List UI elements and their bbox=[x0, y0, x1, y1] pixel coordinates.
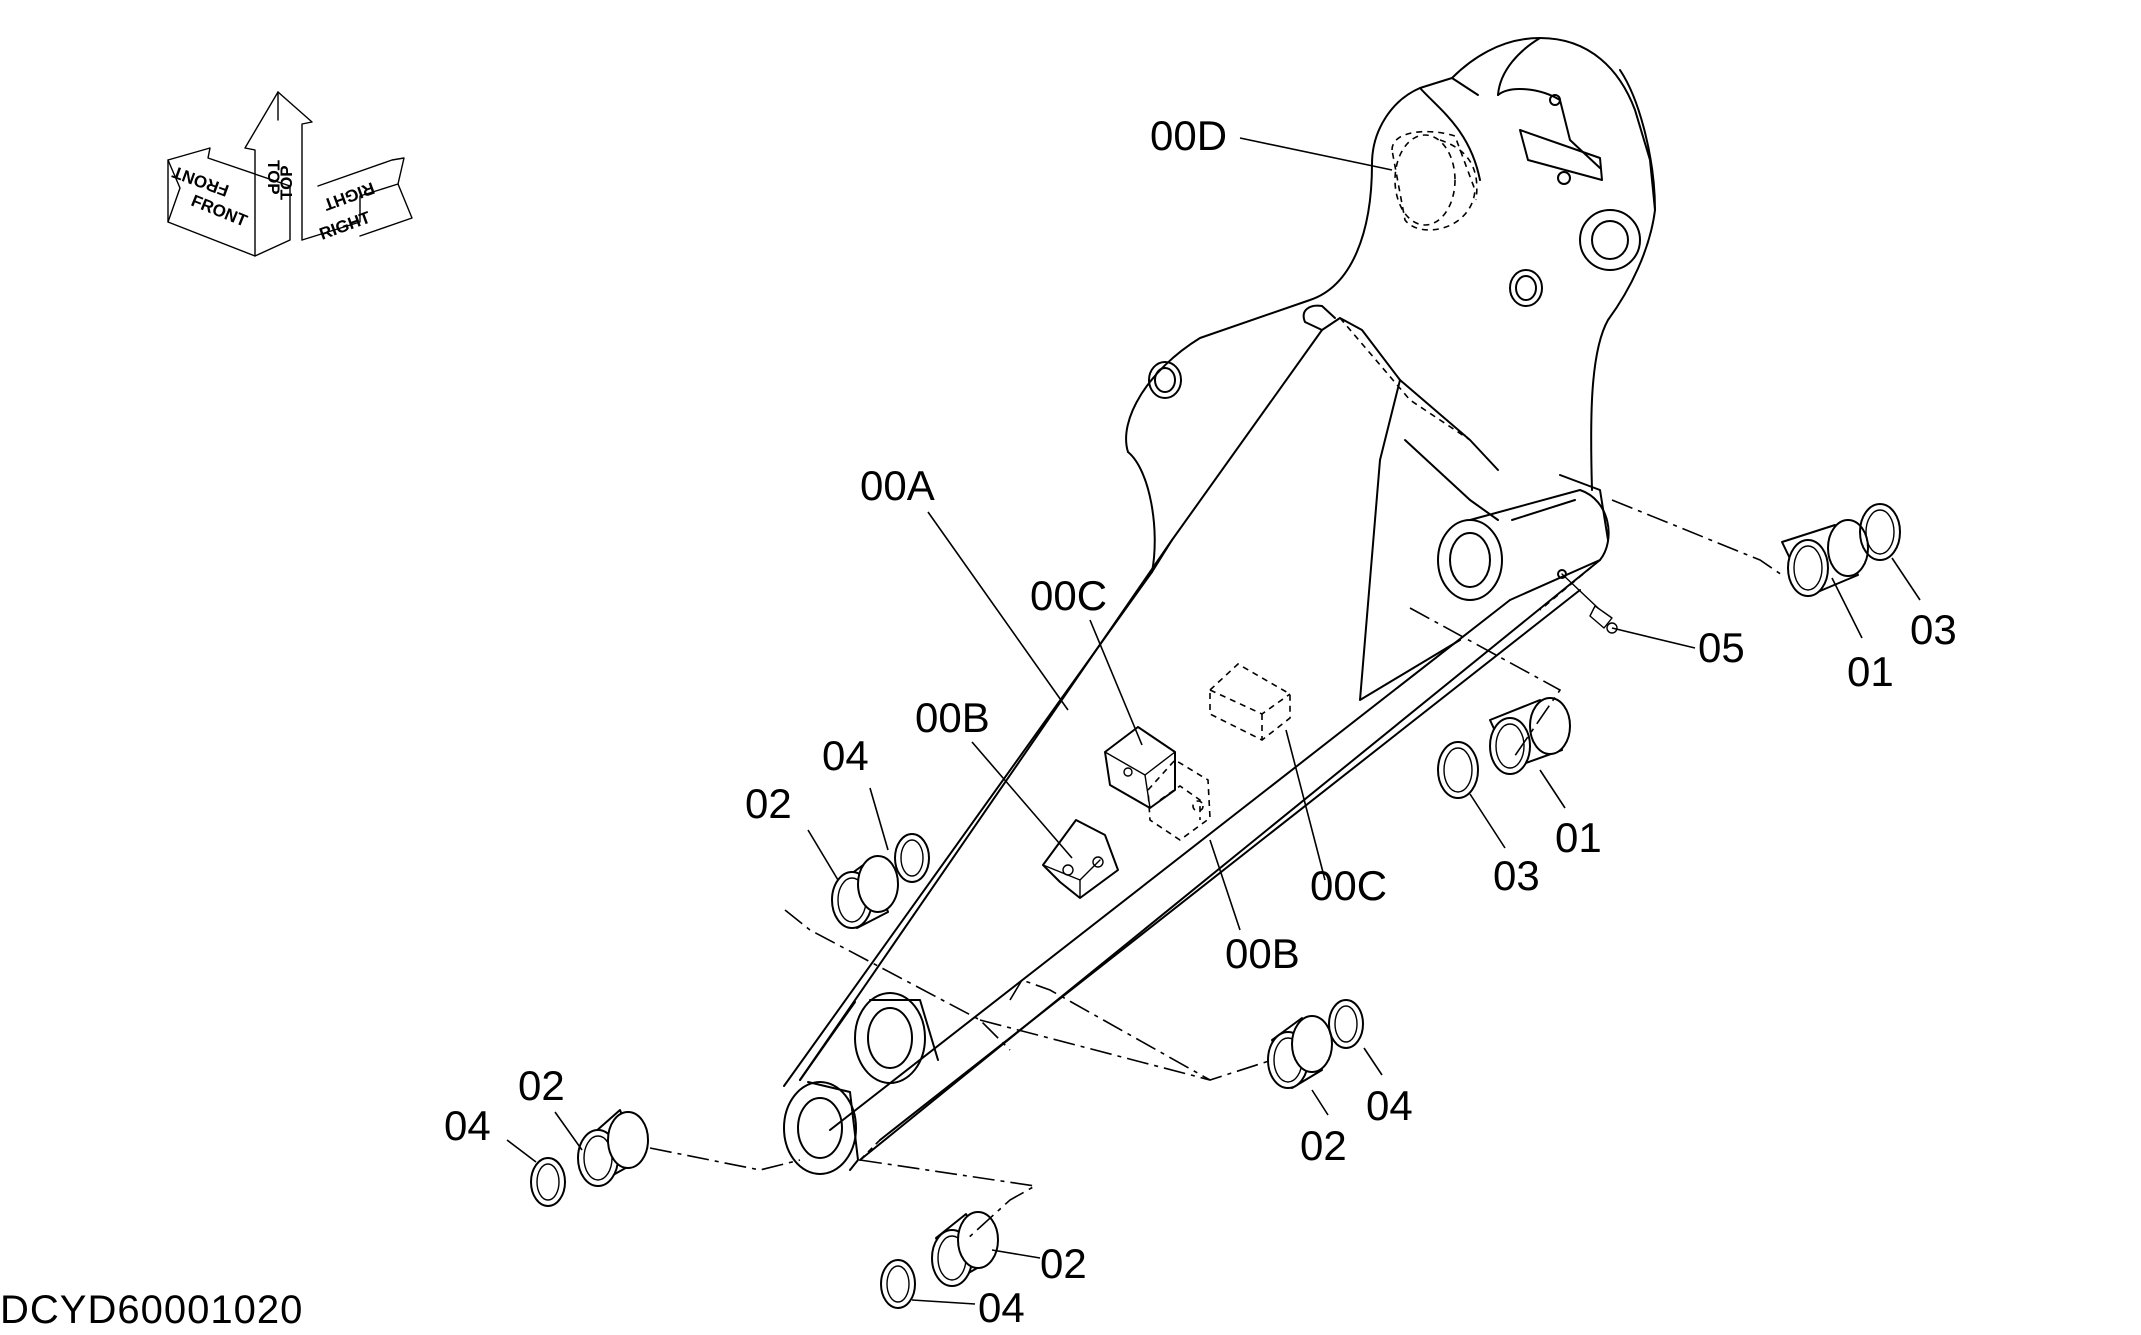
orientation-indicator: FRONT FRONT TOP TOP RIGHT RIGHT bbox=[167, 91, 413, 257]
callout-04-b: 04 bbox=[444, 1102, 491, 1149]
orientation-right-mirror-label: RIGHT bbox=[320, 178, 377, 214]
callout-labels: 00D 00A 00C 00B 00C 00B 05 01 03 01 03 0… bbox=[444, 112, 1957, 1331]
orientation-right-label: RIGHT bbox=[317, 208, 374, 244]
ring-04-b bbox=[530, 1157, 566, 1207]
bushing-02-a bbox=[831, 855, 899, 929]
orientation-top-mirror-label: TOP bbox=[277, 165, 296, 200]
ring-04-d bbox=[880, 1259, 916, 1309]
callout-02-c: 02 bbox=[1300, 1122, 1347, 1169]
callout-01-mid: 01 bbox=[1555, 814, 1602, 861]
drawing-code: DCYD60001020 bbox=[0, 1288, 304, 1332]
callout-02-a: 02 bbox=[745, 780, 792, 827]
callout-00C-upper: 00C bbox=[1030, 572, 1107, 619]
arm-body bbox=[783, 37, 1656, 1175]
bushing-02-b bbox=[577, 1109, 649, 1187]
callout-00D: 00D bbox=[1150, 112, 1227, 159]
centerlines bbox=[649, 499, 1783, 1241]
bushing-02-d bbox=[931, 1211, 999, 1287]
callout-05: 05 bbox=[1698, 624, 1745, 671]
bushings bbox=[530, 503, 1901, 1309]
bushing-01-upper bbox=[1781, 519, 1869, 597]
bushing-01-mid bbox=[1489, 697, 1571, 775]
ring-04-c bbox=[1328, 999, 1364, 1049]
callout-03-upper: 03 bbox=[1910, 606, 1957, 653]
callout-00B-left: 00B bbox=[915, 694, 990, 741]
callout-00A: 00A bbox=[860, 462, 935, 509]
pads bbox=[1042, 663, 1291, 899]
ring-04-a bbox=[894, 833, 930, 883]
callout-04-d: 04 bbox=[978, 1284, 1025, 1331]
callout-04-a: 04 bbox=[822, 732, 869, 779]
callout-leaders bbox=[506, 137, 1921, 1305]
callout-00C-lower: 00C bbox=[1310, 862, 1387, 909]
grease-fitting-05 bbox=[1561, 573, 1618, 634]
orientation-top-label: TOP bbox=[264, 160, 283, 195]
callout-00B-lower: 00B bbox=[1225, 930, 1300, 977]
callout-01-upper: 01 bbox=[1847, 648, 1894, 695]
callout-02-b: 02 bbox=[518, 1062, 565, 1109]
callout-04-c: 04 bbox=[1366, 1082, 1413, 1129]
callout-03-mid: 03 bbox=[1493, 852, 1540, 899]
callout-02-d: 02 bbox=[1040, 1240, 1087, 1287]
bushing-02-c bbox=[1267, 1015, 1333, 1089]
ring-03-upper bbox=[1859, 503, 1901, 561]
ring-03-mid bbox=[1437, 741, 1479, 799]
